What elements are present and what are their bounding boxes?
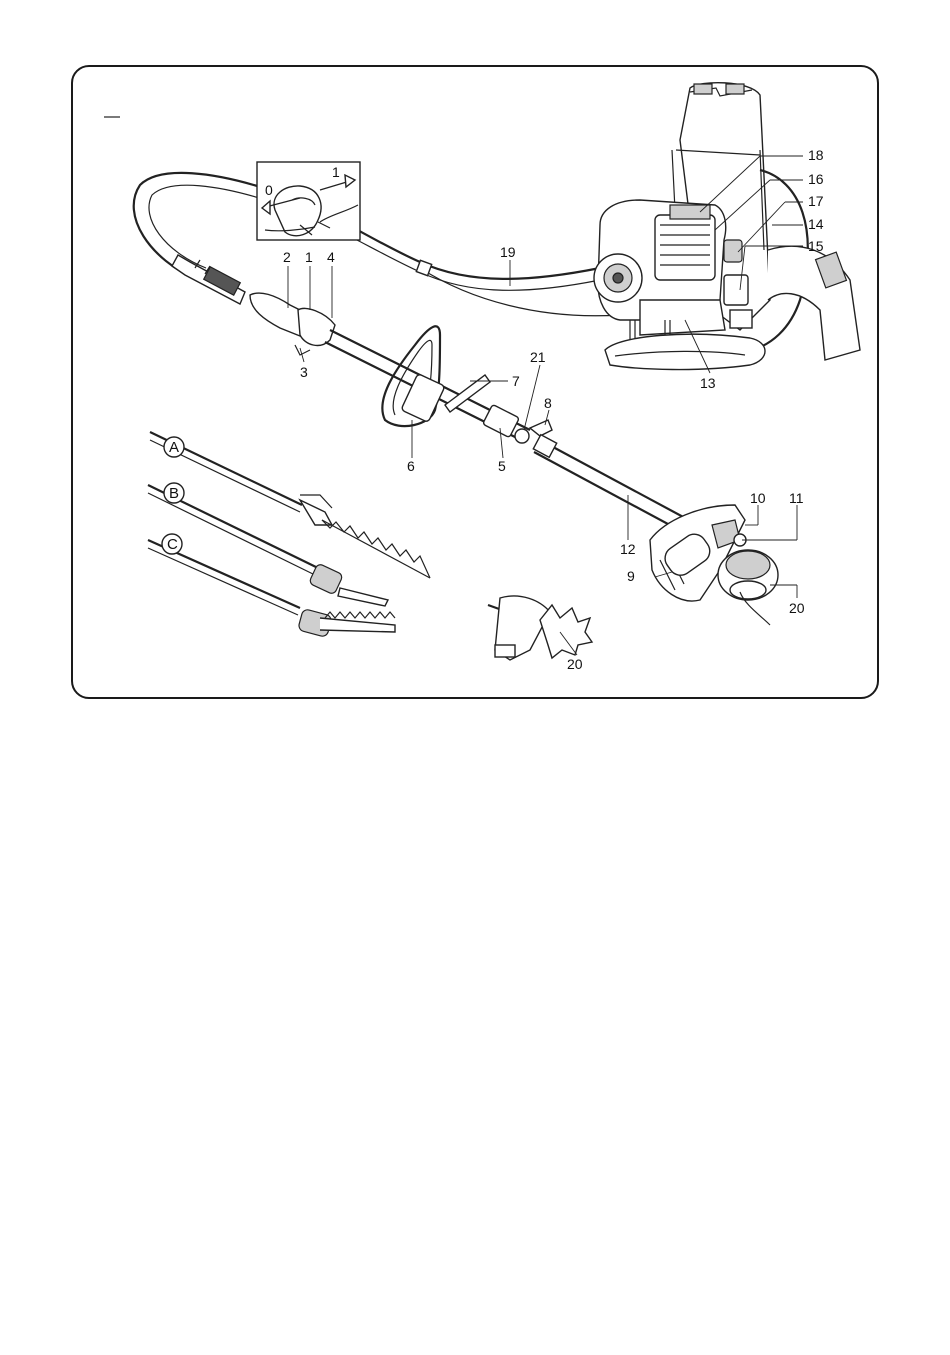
label-b: B <box>169 485 179 502</box>
label-18: 18 <box>808 147 824 163</box>
label-8: 8 <box>544 395 552 411</box>
label-1: 1 <box>305 249 313 265</box>
label-12: 12 <box>620 541 636 557</box>
label-3: 3 <box>300 364 308 380</box>
label-20-blade: 20 <box>567 656 583 672</box>
flexible-drive-hose <box>134 173 620 316</box>
label-1-top: 1 <box>332 164 340 180</box>
label-14: 14 <box>808 216 824 232</box>
label-15: 15 <box>808 238 824 254</box>
label-13: 13 <box>700 375 716 391</box>
label-19: 19 <box>500 244 516 260</box>
label-16: 16 <box>808 171 824 187</box>
label-11: 11 <box>789 490 804 506</box>
attachment-b <box>148 485 388 606</box>
brush-blade-attachment <box>488 596 592 660</box>
label-2: 2 <box>283 249 291 265</box>
label-a: A <box>169 439 179 456</box>
label-20-head: 20 <box>789 600 805 616</box>
label-c: C <box>167 536 178 553</box>
loop-handle <box>382 326 490 426</box>
label-21: 21 <box>530 349 546 365</box>
attachment-c <box>148 540 395 638</box>
label-10: 10 <box>750 490 766 506</box>
attachment-a <box>150 432 430 578</box>
label-0: 0 <box>265 182 273 198</box>
label-9: 9 <box>627 568 635 584</box>
label-6: 6 <box>407 458 415 474</box>
trimmer-head <box>650 505 778 625</box>
label-5: 5 <box>498 458 506 474</box>
label-7: 7 <box>512 373 520 389</box>
throttle-inset <box>257 162 360 240</box>
label-4: 4 <box>327 249 335 265</box>
label-17: 17 <box>808 193 824 209</box>
